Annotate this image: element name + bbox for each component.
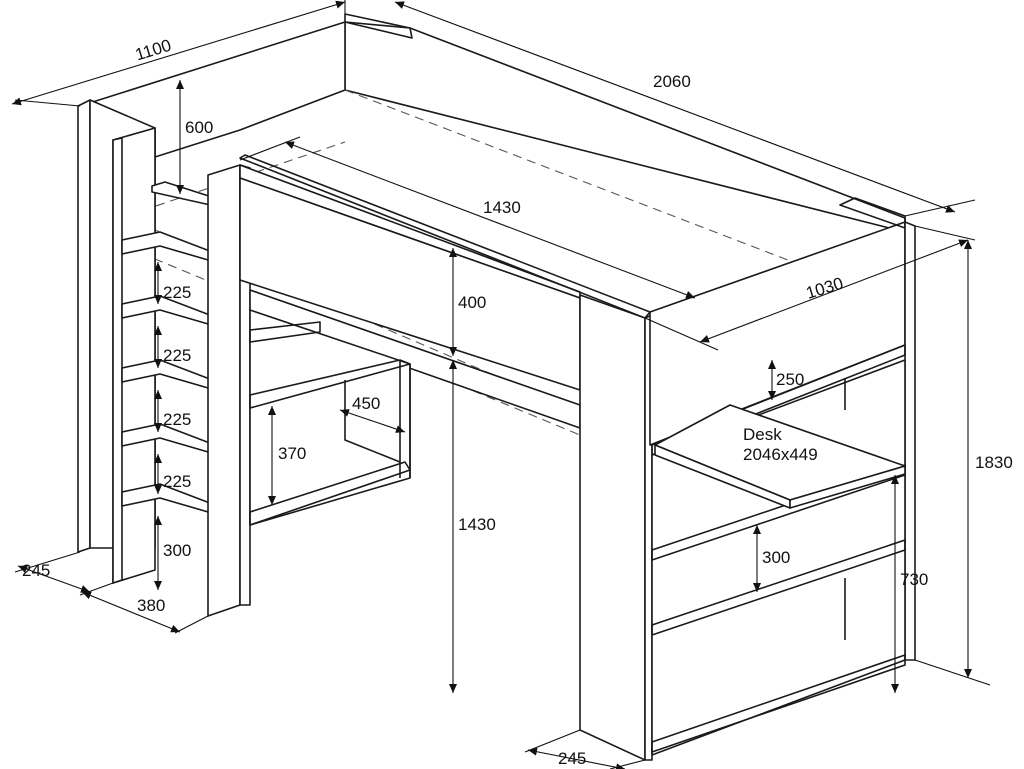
bed-frame	[77, 13, 916, 761]
dim-step-3: 225	[163, 410, 191, 429]
dim-shelf-height: 370	[278, 444, 306, 463]
left-bookshelf	[249, 309, 411, 526]
dim-step-2: 225	[163, 346, 191, 365]
ladder-left-rail-front	[112, 137, 123, 584]
right-shelf-3	[651, 654, 906, 753]
dim-step-4: 225	[163, 472, 191, 491]
left-front-post	[207, 164, 241, 617]
right-shelf-top	[651, 344, 906, 456]
dim-ladder-width: 380	[137, 596, 165, 615]
dim-clearance-height: 1430	[458, 515, 496, 534]
bookshelf-inner	[344, 380, 401, 463]
desk-size: 2046x449	[743, 445, 818, 464]
dim-mattress-length: 1430	[483, 198, 521, 217]
dim-shelf-depth: 450	[352, 394, 380, 413]
desk-label: Desk	[743, 425, 782, 444]
dim-step-1: 225	[163, 283, 191, 302]
dim-overall-height: 1830	[975, 453, 1013, 472]
desk-front-edge	[789, 465, 906, 509]
bookshelf-shelf-1	[249, 321, 321, 343]
dim-ladder-depth: 245	[22, 561, 50, 580]
ladder-steps	[121, 181, 216, 515]
dim-right-shelf-lower: 300	[762, 548, 790, 567]
dim-guard-height: 600	[185, 118, 213, 137]
dim-right-shelf-upper: 250	[776, 370, 804, 389]
right-front-post	[579, 294, 646, 761]
dimension-lines	[11, 0, 991, 769]
back-side-board	[344, 21, 906, 233]
dimension-labels: 1100 2060 1830 600 1430 1030 400 1430 22…	[22, 36, 1013, 768]
ladder-step	[151, 181, 216, 207]
right-shelf-2	[651, 539, 906, 636]
dim-headboard-height: 400	[458, 293, 486, 312]
dim-desk-height: 730	[900, 570, 928, 589]
left-back-post	[77, 99, 91, 553]
dim-overall-length: 2060	[653, 72, 691, 91]
right-back-post	[904, 221, 916, 661]
dim-step-bottom: 300	[163, 541, 191, 560]
dim-overall-width: 1100	[133, 36, 174, 65]
dim-right-depth: 245	[558, 749, 586, 768]
